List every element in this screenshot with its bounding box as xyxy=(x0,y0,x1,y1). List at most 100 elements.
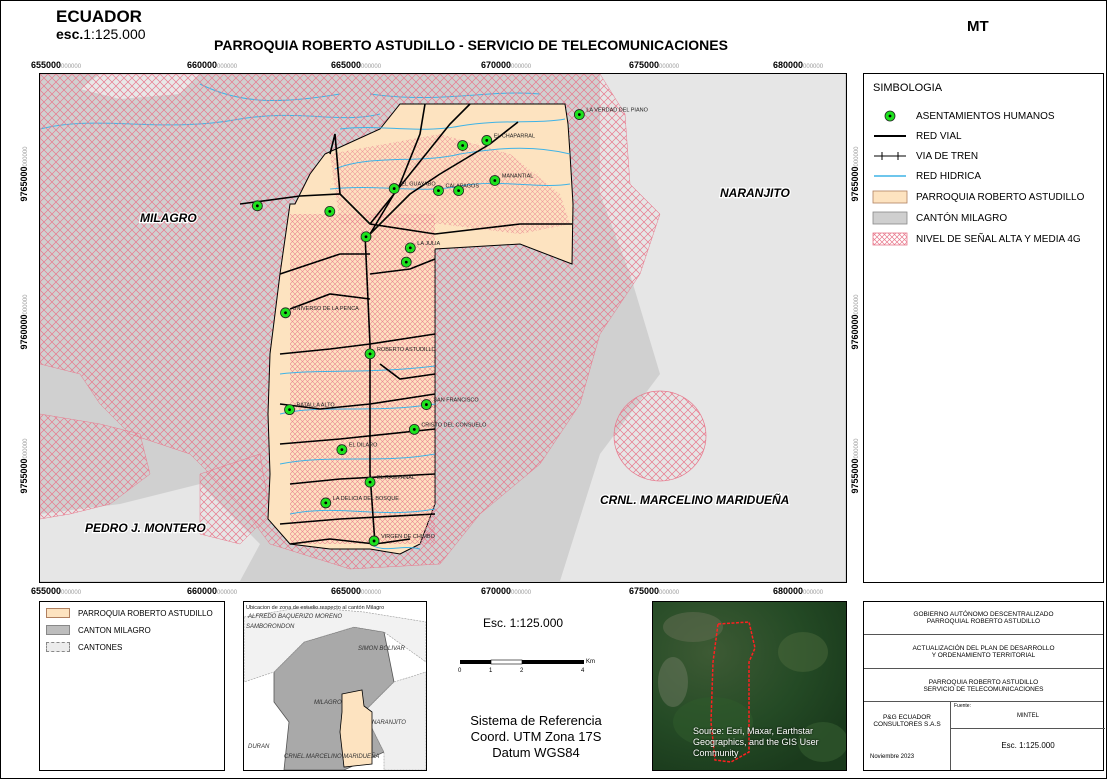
parish-swatch-icon xyxy=(872,190,908,204)
legend-item-railway: VIA DE TREN xyxy=(872,149,978,163)
legend-label-railway: VIA DE TREN xyxy=(916,150,979,162)
main-map: MILAGRO NARANJITO CRNL. MARCELINO MARIDU… xyxy=(39,73,847,583)
inset-label-duran: DURAN xyxy=(248,744,270,750)
tb-map-line-2: SERVICIO DE TELECOMUNICACIONES xyxy=(923,686,1044,693)
coord-y-left-2: 9755000000000 xyxy=(19,438,29,494)
tb-source: MINTEL xyxy=(1016,713,1039,719)
legend-label-canton: CANTÓN MILAGRO xyxy=(916,212,1008,224)
river-parish-5 xyxy=(279,453,436,465)
settlement-marker: ROBERTO ASTUDILLO xyxy=(364,347,437,360)
railway-line-icon xyxy=(872,149,908,163)
legend-label-rivers: RED HIDRICA xyxy=(916,170,982,182)
river-parish-7 xyxy=(289,508,436,515)
coord-x-top-4: 675000000000 xyxy=(629,60,680,70)
settlement-marker: BATALLA ALTO xyxy=(284,403,335,416)
coord-y-right-0: 9765000000000 xyxy=(850,146,860,202)
legend-item-signal: NIVEL DE SEÑAL ALTA Y MEDIA 4G xyxy=(872,232,1081,246)
inset-naranjito-shape xyxy=(363,671,426,770)
settlements-layer: LA VERDAD DEL PIANO EL CHAPARRAL EL GUAYAB… xyxy=(251,108,649,547)
header-scale-label: esc. xyxy=(56,26,84,42)
legend-item-rivers: RED HIDRICA xyxy=(872,169,981,183)
bottom-legend-cantones: CANTONES xyxy=(46,642,122,652)
settlement-label: EL RAMPANAL xyxy=(377,475,415,481)
scale-tick-0: 0 xyxy=(458,668,462,674)
coord-y-left-1: 9760000000000 xyxy=(19,294,29,350)
road-line-icon xyxy=(872,129,908,143)
bottom-legend-parish: PARROQUIA ROBERTO ASTUDILLO xyxy=(46,608,213,618)
tb-plan: ACTUALIZACIÓN DEL PLAN DE DESARROLLO Y O… xyxy=(864,635,1103,669)
settlement-label: VIRGEN DE CHIMBO xyxy=(381,534,436,540)
inset-north-cantons xyxy=(244,606,426,683)
parish-signal-overlay xyxy=(290,214,435,544)
tb-source-cell: Fuente: MINTEL xyxy=(951,702,1105,729)
legend-label-settlements: ASENTAMIENTOS HUMANOS xyxy=(916,110,1055,122)
settlement-marker: SAN FRANCISCO xyxy=(420,398,479,410)
inset-label-samborondon: SAMBORONDON xyxy=(246,624,295,630)
tb-source-label: Fuente: xyxy=(954,703,971,709)
settlement-label: SAN FRANCISCO xyxy=(433,398,479,404)
header-scale-value: 1:125.000 xyxy=(83,26,146,42)
coord-x-bottom-3: 670000000000 xyxy=(481,586,532,596)
road-mid-3 xyxy=(279,428,436,445)
bottom-legend-cantones-label: CANTONES xyxy=(78,642,123,652)
coord-x-bottom-0: 655000000000 xyxy=(31,586,82,596)
inset-map-canvas: Ubicacion de zona de estudio respecto al… xyxy=(244,602,426,770)
road-mid-4 xyxy=(369,258,436,275)
road-ns-main xyxy=(364,233,376,545)
settlement-label: ROBERTO ASTUDILLO xyxy=(377,347,437,353)
coord-x-top-5: 680000000000 xyxy=(773,60,824,70)
coord-y-right-2: 9755000000000 xyxy=(850,438,860,494)
satellite-parish-outline xyxy=(710,621,756,763)
river-parish-3 xyxy=(339,118,566,130)
coord-x-bottom-1: 660000000000 xyxy=(187,586,238,596)
settlement-marker: EL DILARO xyxy=(336,443,378,456)
inset-label-marcelino: CRNEL.MARCELINO MARIDUEÑA xyxy=(284,753,379,760)
main-map-canvas: MILAGRO NARANJITO CRNL. MARCELINO MARIDU… xyxy=(40,74,845,581)
settlement-label: MANANTIAL xyxy=(502,173,533,179)
settlement-marker xyxy=(324,205,336,217)
coord-x-top-3: 670000000000 xyxy=(481,60,532,70)
tb-org-line-2: PARROQUIAL ROBERTO ASTUDILLO xyxy=(926,618,1041,625)
satellite-image: Source: Esri, Maxar, Earthstar Geographi… xyxy=(652,601,847,771)
tb-organization: GOBIERNO AUTÓNOMO DESCENTRALIZADO PARROQ… xyxy=(864,602,1103,635)
inset-title: Ubicacion de zona de estudio respecto al… xyxy=(246,605,384,611)
signal-4g-southwest-area xyxy=(199,453,271,545)
scale-tick-4: 4 xyxy=(581,668,585,674)
region-milagro-label: MILAGRO xyxy=(140,211,197,225)
settlement-marker: CALAPAGOS xyxy=(433,184,479,197)
inset-label-simon: SIMON BOLIVAR xyxy=(358,646,406,652)
region-marcelino-label: CRNL. MARCELINO MARIDUEÑA xyxy=(600,492,789,507)
road-west-2 xyxy=(279,253,370,275)
satellite-canvas xyxy=(653,602,846,770)
settlement-marker: LA VERDAD DEL PIANO xyxy=(573,108,649,120)
tb-author-cell: P&G ECUADOR CONSULTORES S.A.S Noviembre … xyxy=(864,702,951,770)
bottom-cantones-swatch-icon xyxy=(46,642,70,652)
settlement-marker: EL GUAYABO xyxy=(388,182,436,194)
title-block: GOBIERNO AUTÓNOMO DESCENTRALIZADO PARROQ… xyxy=(863,601,1105,771)
tb-date: Noviembre 2023 xyxy=(870,754,915,760)
inset-label-milagro: MILAGRO xyxy=(314,700,342,706)
river-line-icon xyxy=(872,169,908,183)
settlement-marker: VIRGEN DE CHIMBO xyxy=(368,534,436,547)
river-parish-6 xyxy=(279,365,436,375)
coord-x-top-2: 665000000000 xyxy=(331,60,382,70)
settlement-marker: LA DELICIA DEL BOSQUE xyxy=(320,496,399,509)
signal-4g-marcelino-area xyxy=(613,390,707,482)
map-title: PARROQUIA ROBERTO ASTUDILLO - SERVICIO D… xyxy=(214,37,728,53)
tb-scale-cell: Esc. 1:125.000 xyxy=(951,729,1105,770)
scale-bar-canvas: Km 0 1 2 4 xyxy=(458,659,595,674)
header-scale: esc.1:125.000 xyxy=(56,26,146,42)
settlement-label: CRISTO DEL CONSUELO xyxy=(421,422,487,428)
river-parish-1 xyxy=(334,147,571,170)
settlement-marker xyxy=(453,185,465,197)
road-ne-diagonal xyxy=(369,121,519,235)
settlement-marker: CRISTO DEL CONSUELO xyxy=(408,422,487,435)
inset-map: Ubicacion de zona de estudio respecto al… xyxy=(243,601,427,771)
inset-parish-shape xyxy=(339,689,373,768)
settlement-label: LA VERDAD DEL PIANO xyxy=(586,108,648,114)
parish-north-signal-overlay xyxy=(330,134,570,234)
settlement-label: EL DILARO xyxy=(349,443,378,449)
settlement-label: EL CHAPARRAL xyxy=(494,133,535,139)
legend-label-parish: PARROQUIA ROBERTO ASTUDILLO xyxy=(916,191,1085,203)
legend-label-roads: RED VIAL xyxy=(916,130,962,142)
